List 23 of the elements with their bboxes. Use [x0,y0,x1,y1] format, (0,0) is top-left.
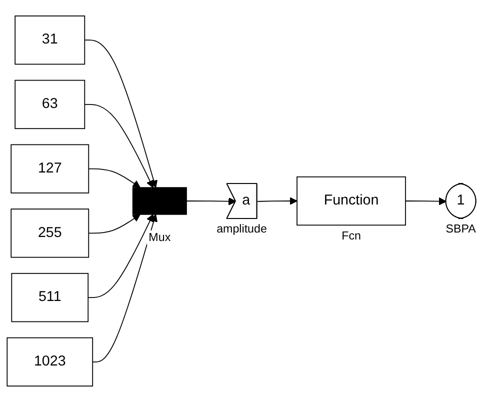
mux-bar [132,187,187,215]
arrow [88,168,140,188]
block: Function [296,176,406,226]
arrow [405,197,447,206]
arrow [256,197,298,205]
gain-triangle: a [226,183,258,219]
arrow [84,40,158,188]
block-caption: Fcn [342,229,361,242]
block-caption: Mux [148,231,171,244]
arrow [88,214,154,298]
block-caption: amplitude [216,222,267,236]
arrow [88,214,140,234]
outport-block: 1 [445,183,476,219]
arrow [84,104,154,188]
block-caption: SBPA [446,222,476,236]
block: 1023 [6,337,94,386]
block: 511 [11,272,89,322]
arrow [92,214,158,362]
block: 255 [10,208,90,258]
block: 31 [14,16,86,65]
block: 127 [10,144,90,194]
arrow [186,197,236,206]
block: 63 [14,80,86,130]
